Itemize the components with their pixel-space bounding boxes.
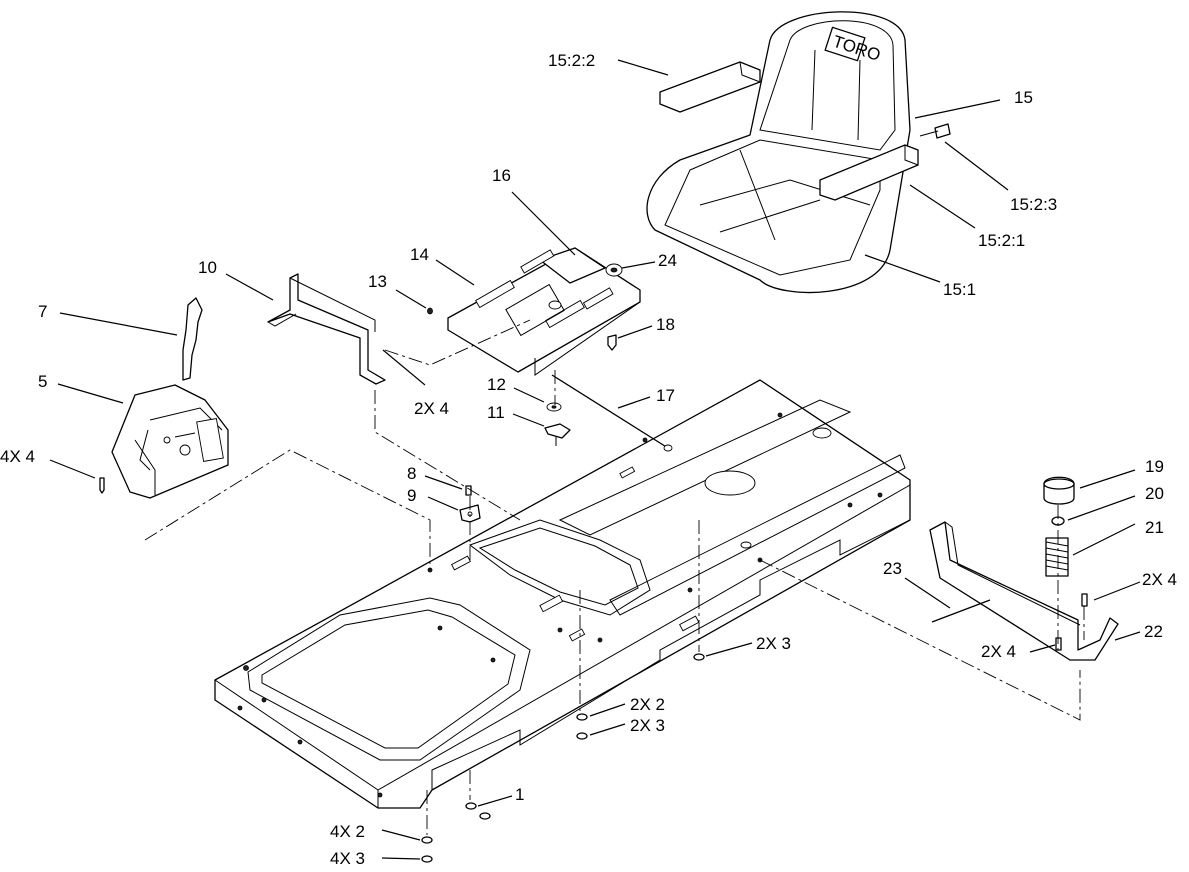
spring [1045, 537, 1069, 577]
main-frame [214, 379, 911, 809]
callout-1: 1 [515, 785, 524, 804]
callout-16: 16 [492, 166, 511, 185]
callout-17: 17 [656, 386, 675, 405]
callout-14: 14 [410, 245, 429, 264]
callout-24: 24 [658, 251, 677, 270]
callout-15-1: 15:1 [943, 280, 976, 299]
latch-plate [111, 384, 229, 499]
callout-15: 15 [1014, 88, 1033, 107]
callout-7: 7 [38, 302, 47, 321]
leader-lines [49, 59, 1141, 860]
latch-spring [182, 297, 203, 381]
callout-labels: 15:2:2 15 15:2:3 15:2:1 15:1 16 24 14 13… [0, 51, 1177, 868]
callout-2x4-bolt: 2X 4 [981, 642, 1016, 661]
callout-12: 12 [487, 375, 506, 394]
seat-assembly: TORO [646, 11, 951, 294]
callout-4x2: 4X 2 [330, 822, 365, 841]
callout-18: 18 [656, 315, 675, 334]
callout-20: 20 [1145, 484, 1164, 503]
seat-mounting-plate [447, 247, 641, 376]
callout-4x4: 4X 4 [0, 447, 35, 466]
callout-15-2-1: 15:2:1 [978, 231, 1025, 250]
callout-2x4-bracket: 2X 4 [414, 399, 449, 418]
callout-22: 22 [1144, 622, 1163, 641]
alignment-lines [144, 319, 1085, 835]
callout-11: 11 [487, 403, 505, 422]
callout-2x3-lower: 2X 3 [630, 716, 665, 735]
hardware [99, 307, 1119, 863]
seat-bracket [267, 273, 386, 385]
callout-19: 19 [1145, 457, 1164, 476]
callout-9: 9 [407, 486, 416, 505]
callout-23: 23 [883, 559, 902, 578]
callout-5: 5 [38, 372, 47, 391]
callout-2x4-right: 2X 4 [1142, 570, 1177, 589]
callout-15-2-2: 15:2:2 [548, 51, 595, 70]
callout-2x3-upper: 2X 3 [756, 634, 791, 653]
callout-21: 21 [1145, 518, 1164, 537]
callout-13: 13 [368, 272, 387, 291]
callout-4x3: 4X 3 [330, 849, 365, 868]
callout-2x2: 2X 2 [630, 695, 665, 714]
callout-8: 8 [407, 464, 416, 483]
callout-10: 10 [198, 258, 217, 277]
callout-15-2-3: 15:2:3 [1010, 195, 1057, 214]
